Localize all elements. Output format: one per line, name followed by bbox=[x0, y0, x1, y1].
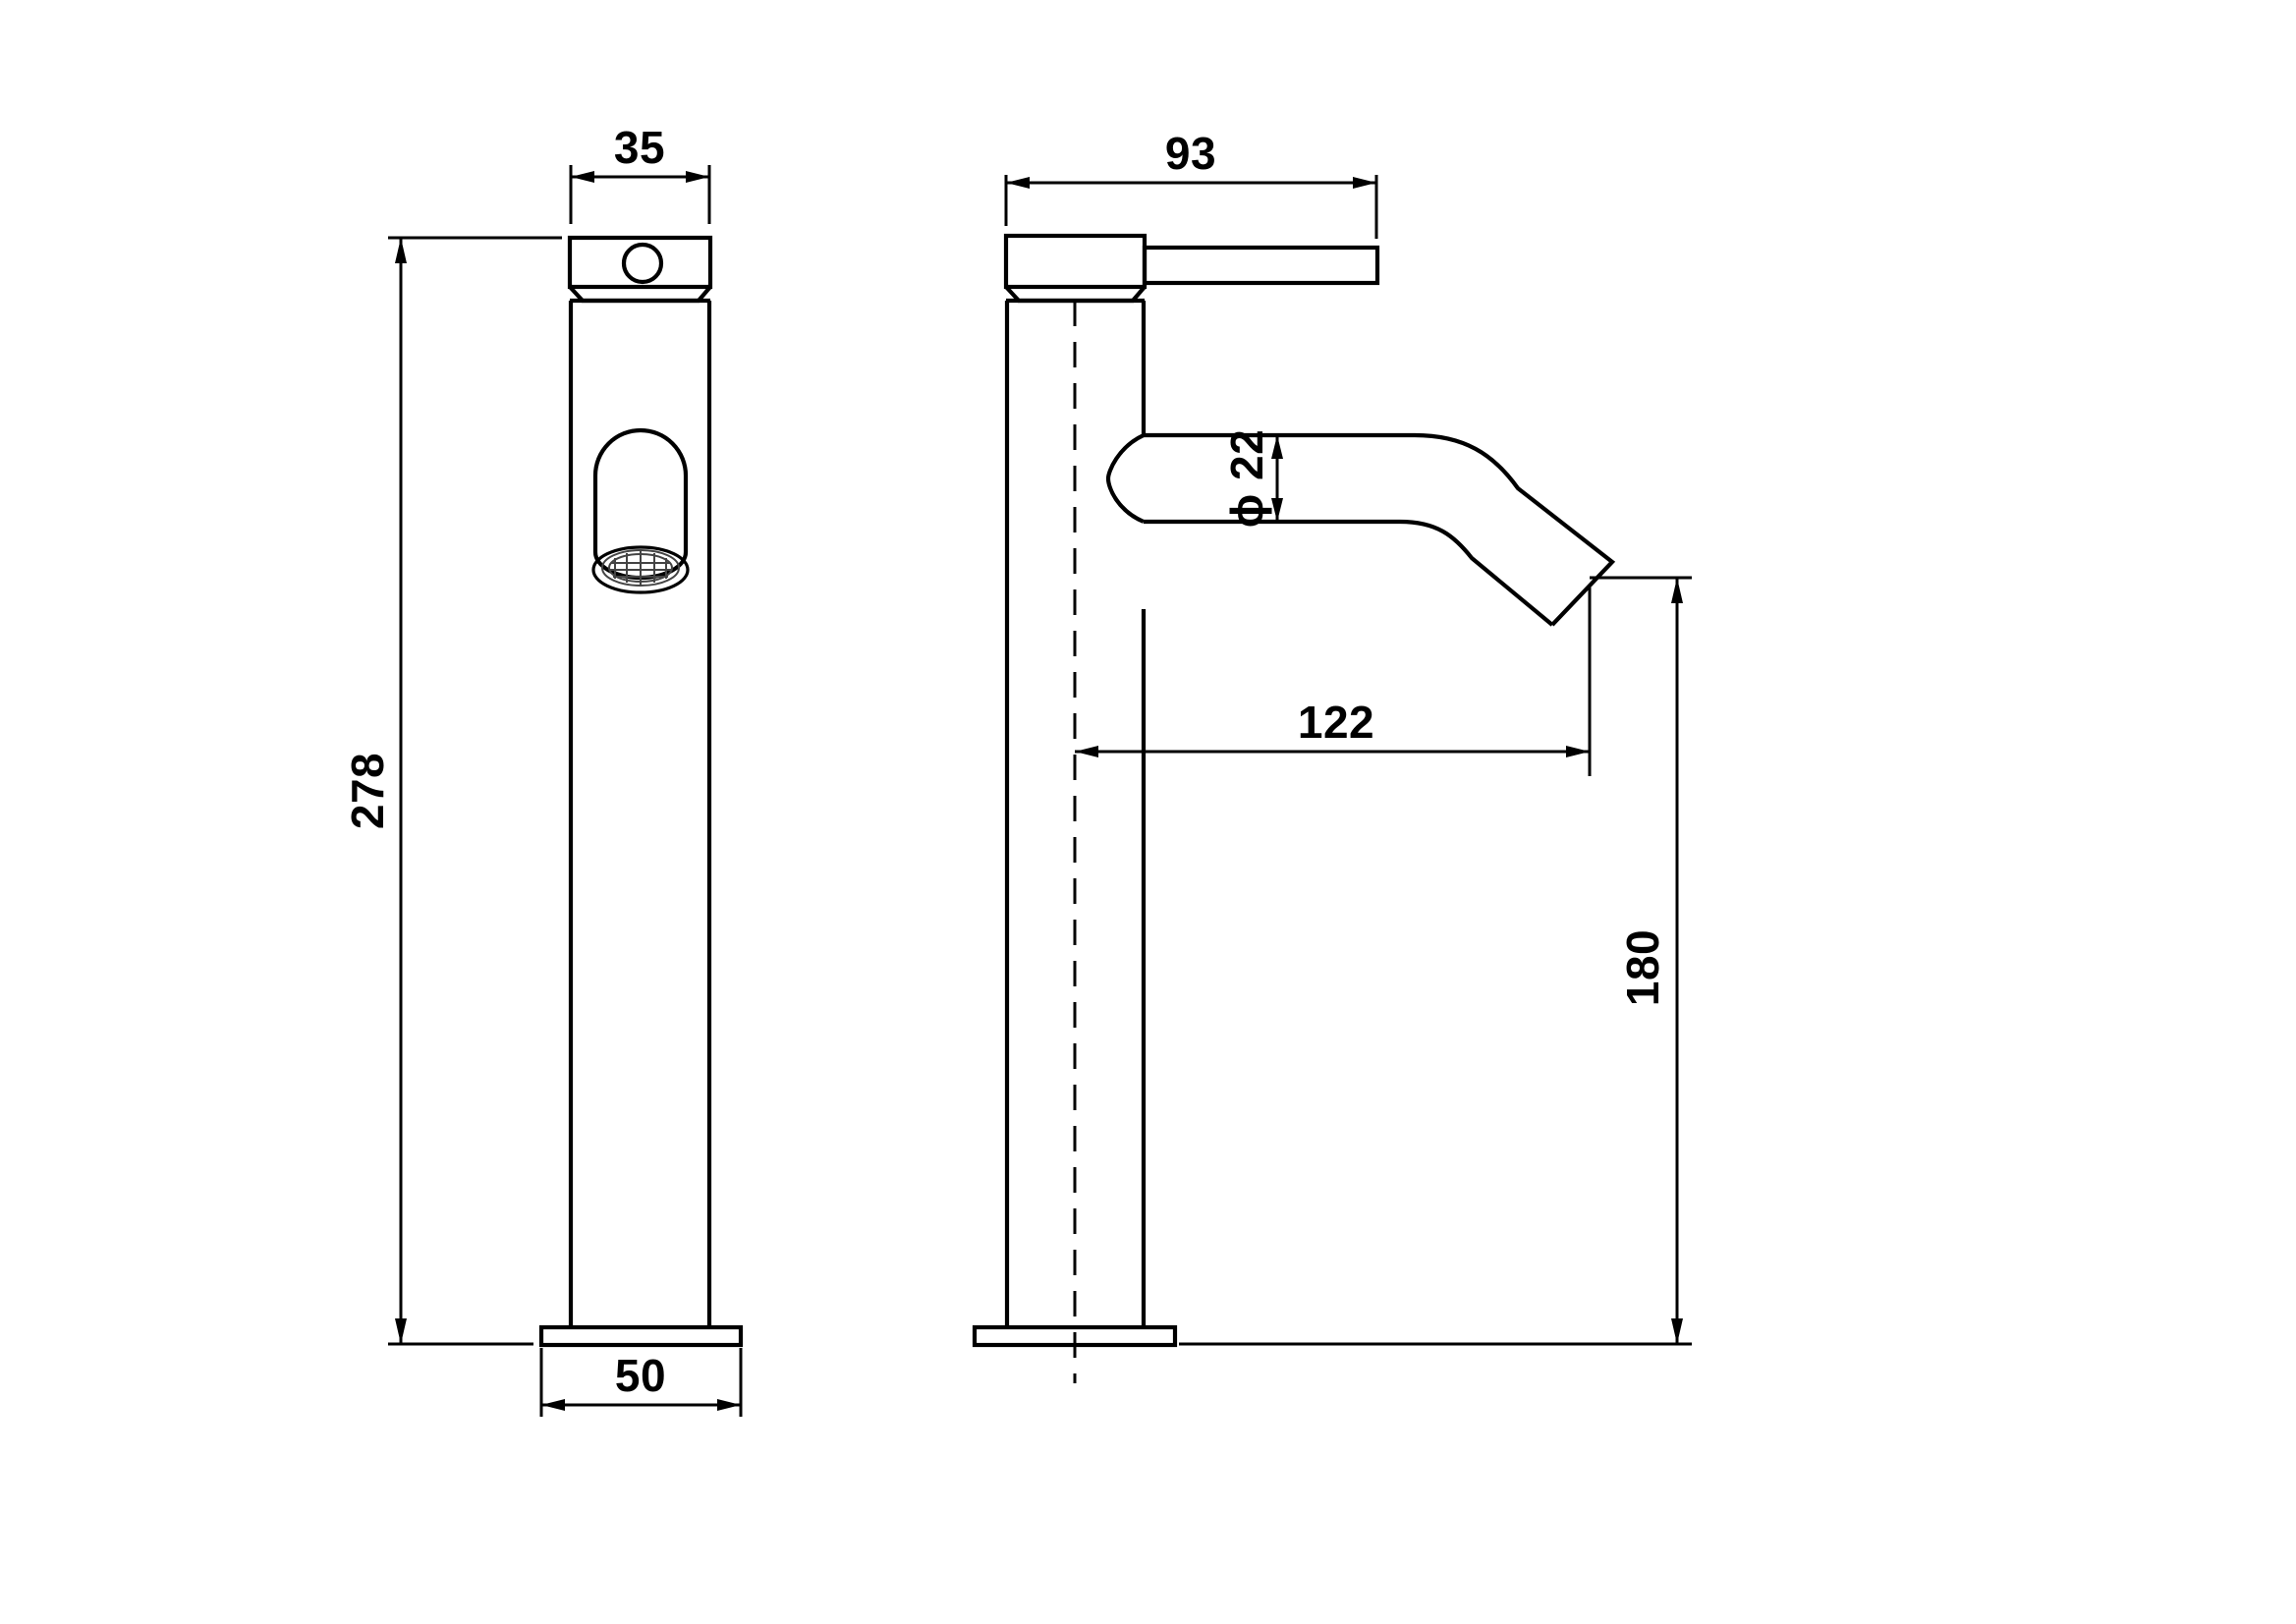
side-spout-lower-contour bbox=[1144, 519, 1554, 627]
dim-93-text: 93 bbox=[1165, 128, 1216, 179]
dim-22-arrow-bottom bbox=[1271, 498, 1283, 522]
dim-93-arrow-right bbox=[1353, 177, 1376, 189]
dimension-122-group: 122 bbox=[1075, 588, 1592, 776]
dimension-93-group: 93 bbox=[1004, 128, 1378, 239]
dim-93-arrow-left bbox=[1006, 177, 1030, 189]
front-cap-port-circle bbox=[621, 242, 664, 285]
side-spout-root-bulge bbox=[1105, 433, 1145, 524]
dim-122-text: 122 bbox=[1298, 697, 1374, 748]
dimension-50-group: 50 bbox=[539, 1348, 743, 1417]
dim-122-arrow-right bbox=[1566, 746, 1590, 757]
dim-22-text: ϕ 22 bbox=[1221, 429, 1272, 528]
dim-180-arrow-top bbox=[1671, 578, 1683, 603]
dim-50-arrow-left bbox=[541, 1399, 565, 1411]
dim-22-arrow-top bbox=[1271, 435, 1283, 459]
front-aerator-mesh bbox=[609, 551, 672, 585]
side-spout-upper-contour bbox=[1144, 432, 1616, 627]
front-base-flange bbox=[538, 1324, 744, 1348]
dimension-180-group: 180 bbox=[1179, 576, 1692, 1346]
dim-278-arrow-top bbox=[395, 238, 407, 263]
dim-278-arrow-bottom bbox=[395, 1318, 407, 1344]
dim-180-text: 180 bbox=[1617, 929, 1668, 1006]
dim-50-arrow-right bbox=[717, 1399, 741, 1411]
side-base-flange bbox=[972, 1324, 1178, 1348]
dim-35-text: 35 bbox=[614, 122, 665, 173]
dim-50-text: 50 bbox=[615, 1350, 666, 1401]
side-top-cap bbox=[1003, 233, 1148, 290]
side-view-group: 93 ϕ 22 122 bbox=[972, 128, 1692, 1383]
front-outlet-recess bbox=[592, 427, 689, 581]
dim-180-arrow-bottom bbox=[1671, 1318, 1683, 1344]
side-lever-handle bbox=[1142, 245, 1380, 286]
dim-278-text: 278 bbox=[342, 753, 393, 829]
dim-35-arrow-right bbox=[686, 171, 709, 183]
front-aerator-outer bbox=[591, 545, 690, 594]
dimension-22-group: ϕ 22 bbox=[1221, 429, 1283, 528]
dim-122-arrow-left bbox=[1075, 746, 1098, 757]
front-view-group: 35 278 50 bbox=[342, 122, 744, 1417]
dim-35-arrow-left bbox=[571, 171, 594, 183]
front-aerator-inner-ring bbox=[601, 549, 680, 587]
dimension-278-group: 278 bbox=[342, 236, 562, 1346]
dimension-35-group: 35 bbox=[569, 122, 711, 224]
front-top-cap bbox=[567, 235, 713, 290]
